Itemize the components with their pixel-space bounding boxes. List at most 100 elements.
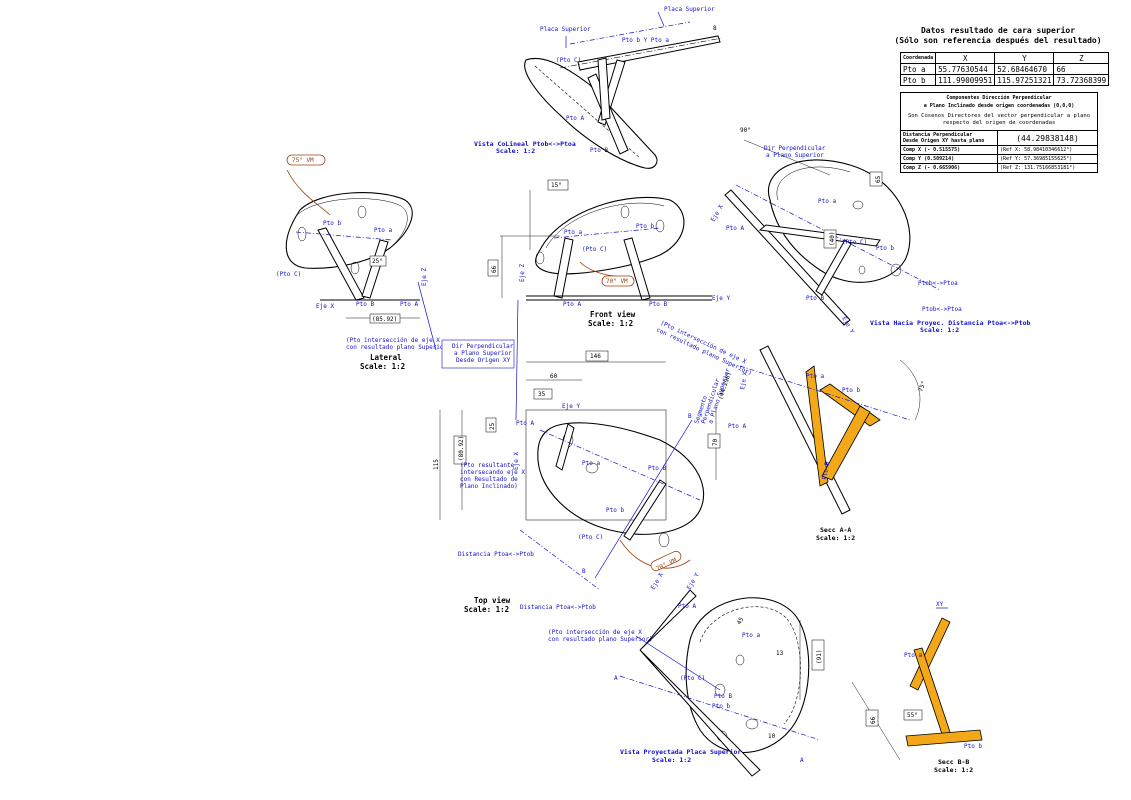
inter-eje-x-label-2: con resultado plano Superior) [346, 344, 451, 351]
eje-y-label-top: Eje Y [562, 403, 580, 410]
data-panel-title: Datos resultado de cara superior [920, 26, 1076, 35]
eje-z-label-front: Eje Z [519, 264, 526, 282]
resultante-4: Plano Inclinado) [460, 483, 518, 490]
ptob-ptoa-label-2: Ptob<->Ptoa [922, 306, 962, 313]
dim-8: 8 [713, 25, 717, 32]
front-view-title: Front view [590, 310, 636, 319]
pto-b-upper-placa: Pto B [714, 693, 732, 700]
pto-c-label-top: (Pto C) [578, 534, 603, 541]
pto-b-y-pto-a-label: Pto b Y Pto a [622, 37, 669, 44]
lateral-view-title: Lateral [370, 353, 402, 362]
dim-91: (91) [816, 650, 823, 664]
dim-66-bb: 66 [870, 716, 877, 724]
lateral-view: 75° VM 25° (85.92) Pto a Pto b (Pto C) E… [276, 154, 451, 371]
component-ref: (Ref Y: 57.36985155625°) [997, 154, 1097, 164]
component-row: Comp Z (- 0.665906) (Ref Z: 131.75166853… [901, 163, 1097, 172]
dim-66: 66 [491, 265, 498, 273]
placa-view: (91) 13 45 10 (Pto intersección de eje X… [548, 572, 825, 777]
dim-70: 70 [712, 438, 719, 446]
pto-c-label-front: (Pto C) [582, 246, 607, 253]
pto-b-label-placa: Pto b [712, 703, 730, 710]
distancia-label-1: Distancia Ptoa<->Ptob [458, 551, 534, 558]
dim-85-92: (85.92) [372, 316, 397, 323]
coords-header-row: Coordenada X Y Z [899, 52, 1110, 64]
dim-60: 60 [550, 373, 558, 380]
dim-15deg: 15° [551, 182, 562, 189]
pto-a-label-aa: Pto a [806, 373, 824, 380]
pto-b-label-lateral: Pto b [323, 220, 341, 227]
perp-title-2: a Plano Inclinado desde origen coordenad… [923, 103, 1075, 109]
colineal-view-scale: Scale: 1:2 [496, 147, 535, 155]
component-cell: Comp Y (0.509214) [901, 154, 998, 164]
proyec-view-scale: Scale: 1:2 [920, 326, 959, 334]
coords-table: Coordenada X Y Z Pto a 55.77630544 52.68… [899, 52, 1110, 86]
dim-90deg: 90° [740, 127, 751, 134]
placa-view-title: Vista Proyectada Placa Superior [620, 748, 741, 756]
distance-label-1: Distancia Perpendicular [903, 132, 973, 138]
eje-y-label-front: Eje Y [712, 295, 730, 302]
eje-y-label-proyec: Eje Y [840, 316, 855, 335]
data-panel-subtitle: (Sólo son referencia después del resulta… [894, 36, 1102, 45]
perp-desc-1: Son Cosenos Directores del vector perpen… [907, 113, 1091, 119]
coords-cell: 115.97251321 [994, 74, 1055, 86]
dim-25: 25 [489, 422, 496, 430]
dim-115: 115 [433, 459, 440, 470]
component-row: Comp X (- 0.515575) (Ref X: 58.984103466… [901, 145, 1097, 155]
eje-x-label-aa: Eje X [739, 371, 749, 390]
distance-label-2: Desde Origen XY hasta plano [903, 138, 985, 144]
coords-cell: Pto a [899, 63, 937, 75]
perp-desc-2: respecto del origen de coordenadas [942, 120, 1056, 126]
resultante-2: intersecando eje X [460, 469, 525, 476]
dim-75-vm-lateral: 75° VM [292, 157, 314, 164]
component-ref: (Ref Z: 131.75166853181°) [997, 163, 1097, 172]
ptob-ptoa-label-1: Ptob<->Ptoa [918, 280, 958, 287]
placa-superior-label-1: Placa Superior [540, 26, 591, 33]
pto-a-label-top: Pto a [582, 460, 600, 467]
pto-a-label-lateral: Pto a [374, 227, 392, 234]
pto-a-label-placa: Pto a [742, 632, 760, 639]
dim-40: (40) [829, 232, 836, 246]
pto-a-upper-front: Pto A [563, 301, 581, 308]
component-ref: (Ref X: 58.98410346612°) [997, 145, 1097, 155]
inter-eje-x-label-b2: con resultado plano Superior) [655, 326, 753, 377]
section-a-label-right: A [800, 757, 804, 764]
perpendicular-box: Componentes Dirección Perpendicular a Pl… [900, 92, 1098, 173]
pto-b-upper-front: Pto B [649, 301, 667, 308]
resultante-1: (Pto resultante [460, 462, 515, 469]
data-panel: Datos resultado de cara superior (Sólo s… [892, 26, 1110, 173]
coords-cell: Pto b [899, 74, 937, 86]
dir-perp-origen-1: Dir Perpendicular [452, 343, 514, 350]
inter-eje-x-label-c2: con resultado plano Superior) [548, 636, 653, 643]
pto-a-label-front: Pto a [564, 229, 582, 236]
top-view-scale: Scale: 1:2 [464, 605, 509, 614]
top-view-title: Top view [474, 596, 511, 605]
inter-eje-x-label-1: (Pto intersección de eje X [346, 337, 440, 344]
coords-header-cell: Z [1053, 52, 1110, 64]
xy-label: XY [936, 601, 944, 608]
dir-perp-origen-2: a Plano Superior [454, 350, 512, 357]
dim-70-vm-front: 70° VM [606, 278, 628, 285]
eje-x-label-top: Eje X [513, 452, 520, 470]
section-aa-scale: Scale: 1:2 [816, 534, 855, 542]
pto-c-label-placa: (Pto C) [680, 675, 705, 682]
dir-perp-placa-2: a Plano Superior [766, 152, 824, 159]
coords-cell: 111.99009951 [935, 74, 996, 86]
eje-z-label-lateral: Eje Z [421, 268, 428, 286]
coords-cell: 66 [1053, 63, 1110, 75]
lateral-view-scale: Scale: 1:2 [360, 362, 405, 371]
pto-a-upper-lateral: Pto A [400, 301, 418, 308]
section-bb-scale: Scale: 1:2 [934, 766, 973, 774]
pto-b-label-top: Pto b [606, 507, 624, 514]
dim-45: 45 [736, 616, 746, 626]
coords-cell: 55.77630544 [935, 63, 996, 75]
placa-superior-label-2: Placa Superior [664, 6, 715, 13]
pto-b-label-proyec: Pto b [876, 245, 894, 252]
dir-perp-placa-1: Dir Perpendicular [764, 145, 826, 152]
coords-cell: 52.68464670 [994, 63, 1055, 75]
proyec-view-title: Vista Hacia Proyec. Distancia Ptoa<->Pto… [870, 319, 1031, 327]
pto-b-upper-proyec: Pto B [806, 295, 824, 302]
coords-row: Pto a 55.77630544 52.68464670 66 [899, 63, 1110, 75]
pto-a-label-bb: Pto a [904, 652, 922, 659]
components-table: Distancia Perpendicular Desde Origen XY … [901, 130, 1097, 172]
